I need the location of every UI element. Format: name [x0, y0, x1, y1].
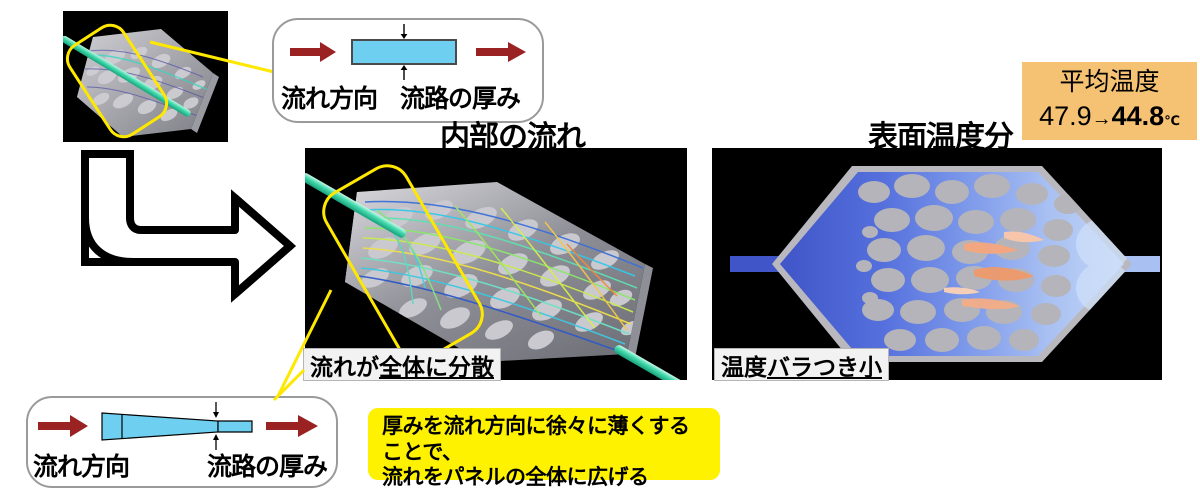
temp-arrow-icon: →: [1091, 108, 1112, 130]
summary-note-box: 厚みを流れ方向に徐々に薄くすることで、 流れをパネルの全体に広げる: [368, 408, 720, 489]
temp-after-value: 44.8: [1111, 101, 1165, 131]
average-temperature-box: 平均温度 47.9→44.8℃: [1022, 62, 1197, 140]
callout-bottom-thickness-label: 流路の厚み: [207, 453, 328, 481]
callout-uniform-thickness: [272, 18, 544, 123]
panel-surface-temperature: [712, 148, 1162, 380]
callout-top-thickness-label: 流路の厚み: [400, 85, 521, 113]
callout-tapered-thickness: [26, 396, 338, 488]
strip-flow-normal-text: 流れが: [310, 353, 379, 380]
panel-overview-3d: [63, 11, 228, 142]
panel-internal-flow: [305, 148, 687, 380]
strip-temperature-variation: 温度バラつき小: [714, 348, 889, 381]
strip-temp-emphasis-text: バラつき小: [767, 353, 882, 380]
strip-flow-emphasis-text: 全体に分散: [379, 353, 494, 380]
callout-top-flow-label: 流れ方向: [281, 85, 378, 113]
summary-note-line2: 流れをパネルの全体に広げる: [382, 466, 649, 490]
strip-temp-normal-text: 温度: [721, 353, 767, 380]
temp-before-value: 47.9: [1039, 101, 1092, 131]
average-temperature-values: 47.9→44.8℃: [1022, 98, 1197, 139]
temp-unit: ℃: [1164, 113, 1180, 128]
callout-bottom-flow-label: 流れ方向: [33, 453, 130, 481]
process-flow-arrow-icon: [75, 148, 300, 308]
summary-note-line1: 厚みを流れ方向に徐々に薄くすることで、: [382, 415, 690, 464]
strip-flow-distribution: 流れが全体に分散: [303, 348, 501, 381]
average-temperature-title: 平均温度: [1059, 68, 1160, 96]
